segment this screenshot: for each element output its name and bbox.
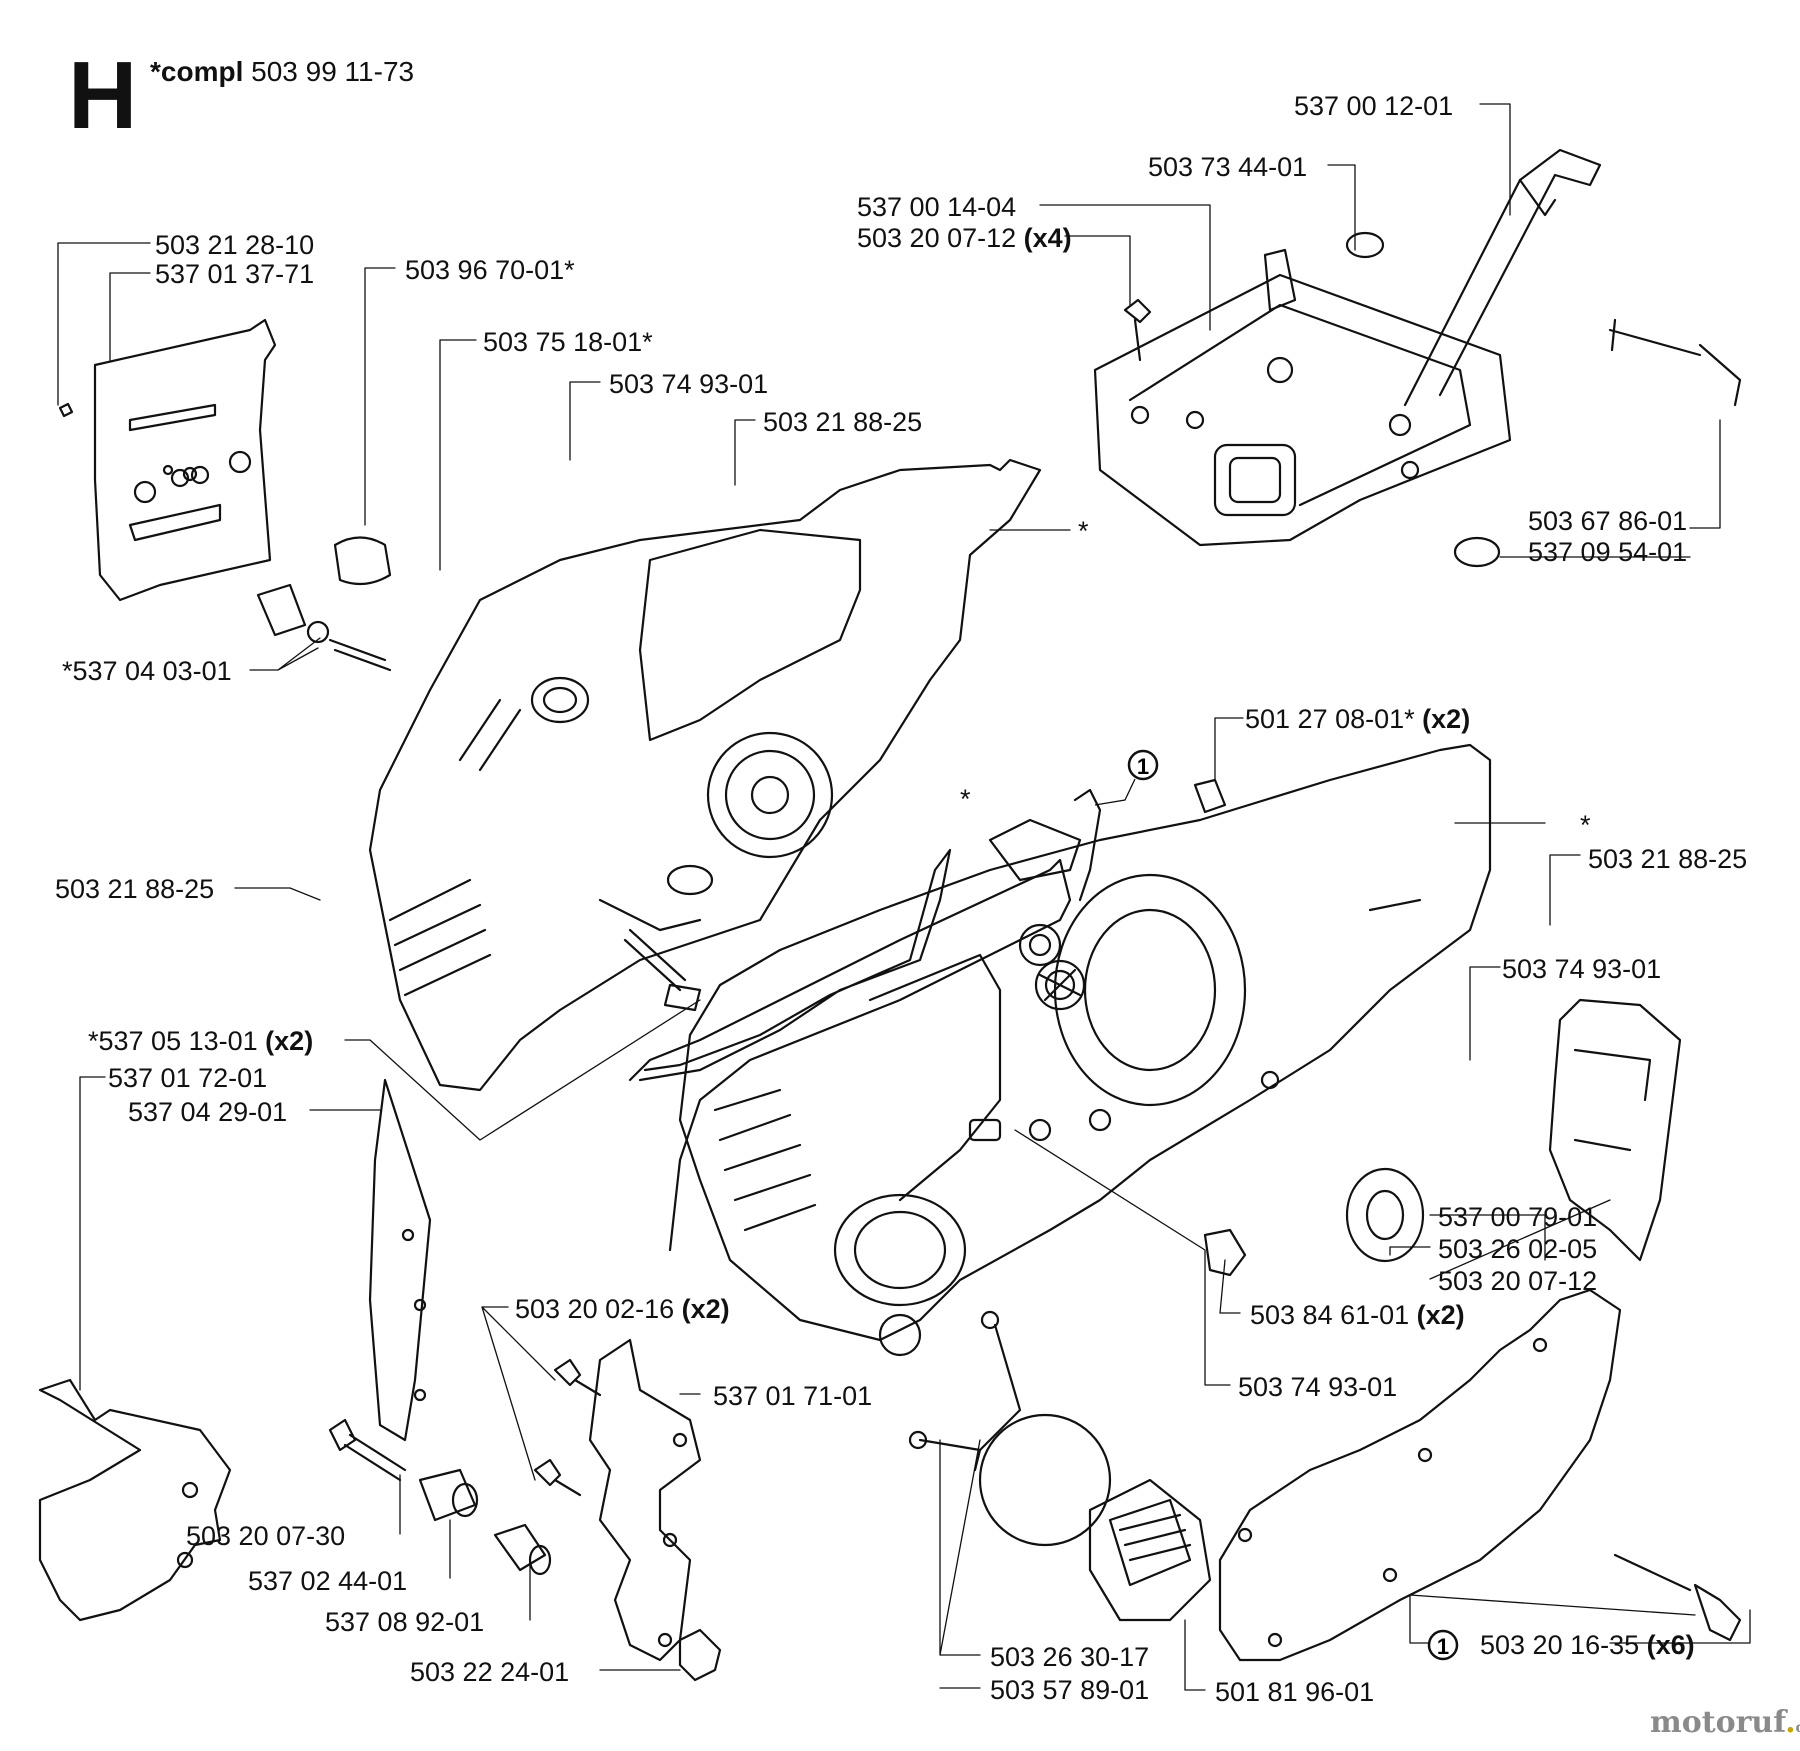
callout-qty: (x2)	[1422, 704, 1470, 734]
callout-label: 537 00 12-01	[1294, 91, 1453, 121]
screw-top	[1123, 298, 1152, 362]
callout-label: 537 08 92-01	[325, 1607, 484, 1637]
marker-number: 1	[1437, 1634, 1449, 1659]
leader-lines	[57, 103, 1751, 1691]
callout-label: 503 20 16-35 (x6)	[1480, 1630, 1695, 1660]
callout-label: 503 74 93-01	[1502, 954, 1661, 984]
side-cover-right	[1548, 998, 1682, 1262]
callout-label: 503 57 89-01	[990, 1675, 1149, 1705]
callout-qty: (x4)	[1024, 223, 1072, 253]
reference-marker: 1	[1094, 749, 1159, 806]
callout-label: 503 20 02-16 (x2)	[515, 1294, 730, 1324]
callout-label: *	[960, 784, 971, 814]
callout-label: 503 20 07-12 (x4)	[857, 223, 1072, 253]
tank-cover	[1093, 248, 1512, 547]
callout-qty: (x2)	[682, 1294, 730, 1324]
callout-qty: (x2)	[1417, 1300, 1465, 1330]
callout-label: 503 96 70-01*	[405, 255, 575, 285]
complete-assembly-label: *compl 503 99 11-73	[150, 56, 414, 88]
callout-label: 501 27 08-01* (x2)	[1245, 704, 1470, 734]
callout-label: *	[1580, 810, 1591, 840]
chain-guard-plate	[58, 318, 277, 602]
guard-plate-narrow	[368, 1078, 432, 1442]
callout-label: 503 73 44-01	[1148, 152, 1307, 182]
spring-assembly	[256, 583, 392, 672]
callout-label: 503 26 30-17	[990, 1642, 1149, 1672]
callout-label: 503 74 93-01	[609, 369, 768, 399]
callout-label: *537 05 13-01 (x2)	[88, 1026, 313, 1056]
callout-label: 503 67 86-01	[1528, 506, 1687, 536]
callout-label: 537 01 72-01	[108, 1063, 267, 1093]
grommet	[1345, 231, 1501, 568]
callout-label: 503 21 88-25	[55, 874, 214, 904]
callout-label: 503 75 18-01*	[483, 327, 653, 357]
callout-label: 537 02 44-01	[248, 1566, 407, 1596]
callout-label: 537 00 14-04	[857, 192, 1016, 222]
bumper	[988, 818, 1082, 882]
cover-gasket	[1218, 1288, 1622, 1662]
callout-label: 503 74 93-01	[1238, 1372, 1397, 1402]
crankcase-left	[368, 458, 1042, 1092]
section-letter: H	[68, 42, 138, 149]
callout-label: 503 84 61-01 (x2)	[1250, 1300, 1465, 1330]
callout-qty: (x2)	[265, 1026, 313, 1056]
callout-label: 503 21 88-25	[763, 407, 922, 437]
nut	[678, 1628, 722, 1682]
bracket	[588, 1338, 702, 1662]
callout-label: 537 00 79-01	[1438, 1202, 1597, 1232]
rubber-buffer-left	[333, 536, 392, 586]
crankcase-right	[678, 743, 1492, 1357]
callout-label: 537 01 37-71	[155, 259, 314, 289]
callout-label: 503 22 24-01	[410, 1657, 569, 1687]
watermark: motoruf.de	[1650, 1705, 1800, 1740]
gasket-left	[638, 848, 952, 1082]
callout-label: 537 09 54-01	[1528, 537, 1687, 567]
callout-label: *	[1078, 516, 1089, 546]
callout-label: 503 20 07-12	[1438, 1266, 1597, 1296]
compl-number: 503 99 11-73	[251, 56, 415, 87]
hatch-ring	[1034, 959, 1086, 1011]
compl-prefix: *compl	[150, 56, 244, 87]
callout-label: 501 81 96-01	[1215, 1677, 1374, 1707]
callout-label: 503 21 28-10	[155, 230, 314, 260]
spring-pin	[1608, 318, 1742, 407]
screws-bracket	[533, 1358, 602, 1497]
reference-marker: 1	[1427, 1629, 1459, 1661]
callout-label: 537 04 29-01	[128, 1097, 287, 1127]
callout-qty: (x6)	[1647, 1630, 1695, 1660]
marker-number: 1	[1137, 754, 1149, 779]
anti-vibration-block	[1193, 778, 1227, 814]
callout-label: 503 26 02-05	[1438, 1234, 1597, 1264]
spacer	[418, 1468, 479, 1522]
guard-plate-bottom-left	[38, 1378, 232, 1622]
bar-stud	[623, 928, 702, 1012]
throttle-lock	[1403, 148, 1602, 407]
callout-label: 503 20 07-30	[186, 1521, 345, 1551]
callout-label: 537 01 71-01	[713, 1381, 872, 1411]
sleeve	[493, 1523, 552, 1576]
callout-labels: 537 00 12-01 503 73 44-01 537 00 14-04 5…	[55, 91, 1747, 1707]
screw-gasket	[1613, 1553, 1742, 1642]
bolt-long	[328, 1418, 407, 1482]
nipple	[1203, 1228, 1247, 1277]
cap-strap	[908, 1310, 1022, 1472]
seal-ring	[1345, 1167, 1425, 1263]
callout-label: *537 04 03-01	[62, 656, 232, 686]
gasket-right	[628, 788, 1102, 1252]
callout-label: 503 21 88-25	[1588, 844, 1747, 874]
oil-cap	[978, 1413, 1212, 1622]
